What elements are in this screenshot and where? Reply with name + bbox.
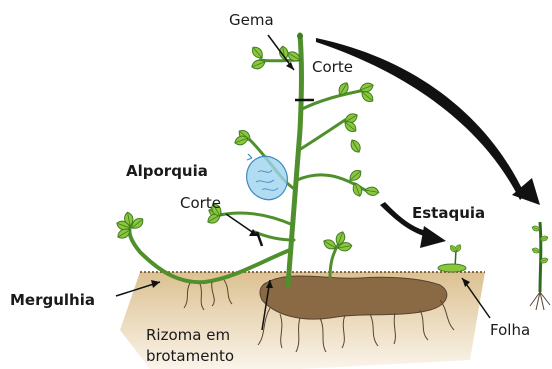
- label-gema: Gema: [229, 11, 274, 29]
- label-rizoma-line1: Rizoma em: [146, 326, 230, 344]
- main-stem: [288, 35, 302, 285]
- label-mergulhia: Mergulhia: [10, 291, 95, 309]
- curved-arrow-to-estaquia-head: [420, 226, 446, 248]
- air-layer-bag-tie: [247, 154, 252, 160]
- cutting: [530, 222, 550, 310]
- label-alporquia: Alporquia: [126, 162, 208, 180]
- label-rizoma-line2: brotamento: [146, 347, 234, 365]
- leaf-cutting: [438, 243, 466, 272]
- label-folha: Folha: [490, 321, 530, 339]
- label-corte-left: Corte: [180, 194, 221, 212]
- label-estaquia: Estaquia: [412, 204, 485, 222]
- label-corte-top: Corte: [312, 58, 353, 76]
- bud: [297, 33, 303, 39]
- air-layer-bag: [240, 150, 295, 207]
